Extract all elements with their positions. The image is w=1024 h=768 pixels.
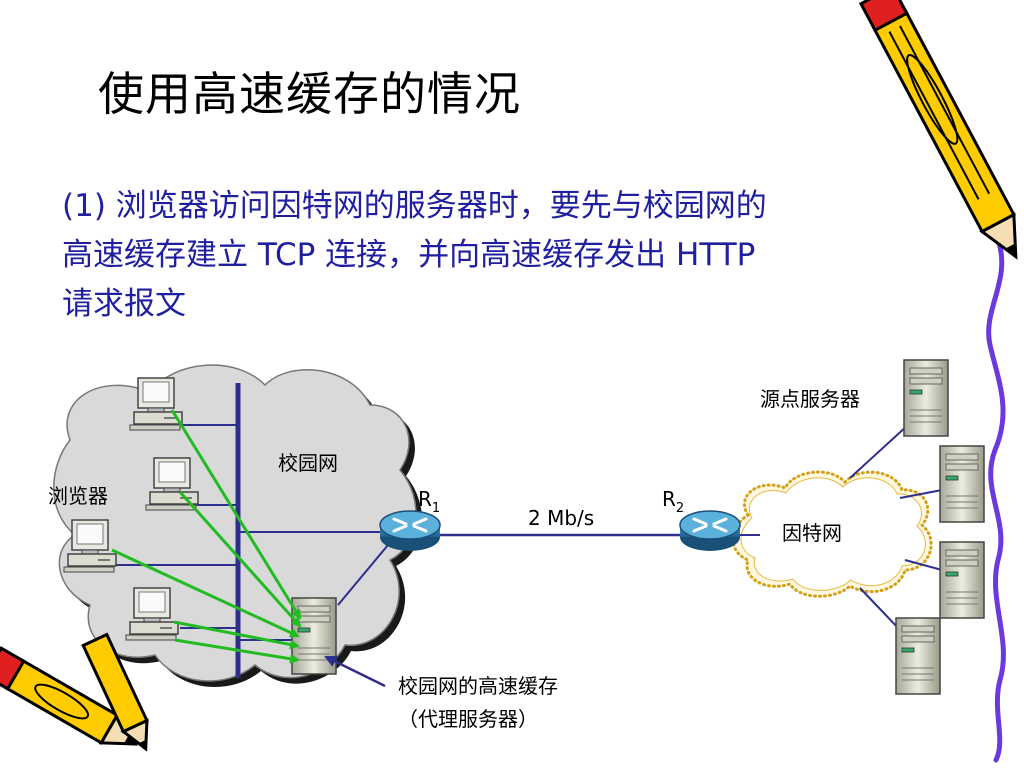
pencil-icon-top xyxy=(858,0,1018,260)
browser-label: 浏览器 xyxy=(48,484,108,508)
internet-server-3 xyxy=(939,541,985,619)
internet-label: 因特网 xyxy=(782,521,842,545)
request-arrows xyxy=(111,409,302,664)
body-line-3: 请求报文 xyxy=(62,286,186,322)
cache-label-line1: 校园网的高速缓存 xyxy=(398,674,558,698)
origin-server xyxy=(903,359,949,437)
body-line-1: (1) 浏览器访问因特网的服务器时，要先与校园网的 xyxy=(62,188,767,224)
campus-label: 校园网 xyxy=(278,451,338,475)
cache-server xyxy=(291,597,337,675)
pencil-icon-bottom-2 xyxy=(81,632,149,752)
link-speed-label: 2 Mb/s xyxy=(528,506,594,530)
router1-label: R1 xyxy=(418,487,440,516)
router2-label: R2 xyxy=(662,487,684,516)
internet-server-4 xyxy=(895,617,941,695)
pencil-icon-bottom xyxy=(0,646,139,746)
browser-pc-3 xyxy=(63,519,117,573)
browser-pc-4 xyxy=(125,587,179,641)
slide-body-text: (1) 浏览器访问因特网的服务器时，要先与校园网的 高速缓存建立 TCP 连接，… xyxy=(62,182,962,329)
origin-server-label: 源点服务器 xyxy=(760,387,860,411)
cache-label-line2: （代理服务器） xyxy=(398,707,538,731)
decorative-wavy-border xyxy=(986,237,1006,763)
router-r2 xyxy=(678,509,742,553)
slide-title: 使用高速缓存的情况 xyxy=(98,67,521,121)
router-r1 xyxy=(378,509,442,553)
internet-server-2 xyxy=(939,445,985,523)
browser-pc-1 xyxy=(129,377,183,431)
body-line-2: 高速缓存建立 TCP 连接，并向高速缓存发出 HTTP xyxy=(62,237,756,273)
